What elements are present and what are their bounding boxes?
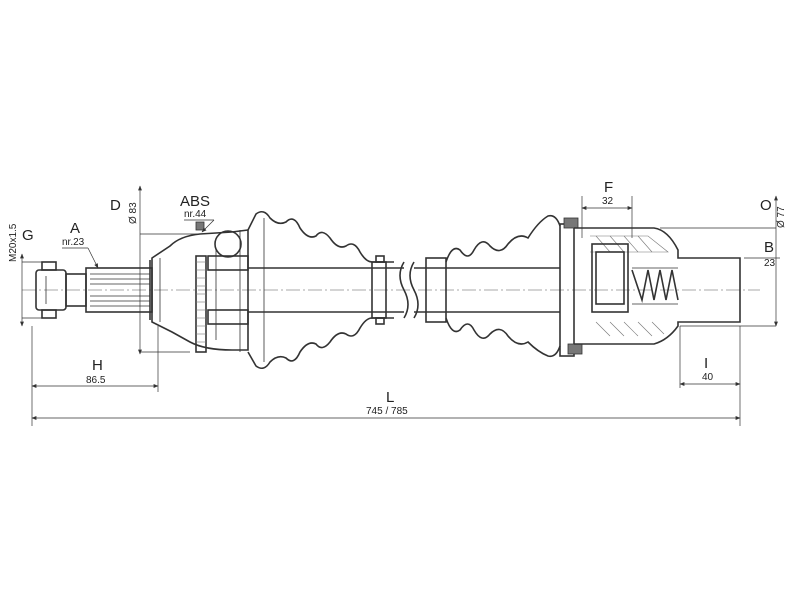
dim-b-diameter: B 23 (744, 239, 780, 269)
f-label: F (604, 179, 613, 196)
dim-l-total: L 745 / 785 (31, 326, 741, 426)
outer-boot (247, 210, 394, 370)
h-value: 86.5 (86, 375, 106, 386)
m20-label: M20x1.5 (8, 223, 19, 262)
o-label: O (760, 197, 772, 214)
i-label: I (704, 355, 708, 372)
dim-i-length: I 40 (679, 326, 741, 388)
dim-d-diameter: D Ø 83 (110, 185, 200, 355)
a-label: A (70, 220, 80, 237)
dim-thread-m20: M20x1.5 G (8, 223, 44, 327)
abs-value: nr.44 (184, 209, 207, 220)
i-value: 40 (702, 372, 714, 383)
dim-a-spline: A nr.23 (62, 220, 99, 269)
f-value: 32 (602, 196, 614, 207)
d-label: D (110, 197, 121, 214)
o-value: Ø 77 (776, 206, 787, 228)
inner-tripod-joint (574, 227, 741, 345)
inner-boot (445, 214, 583, 358)
b-label: B (764, 239, 774, 256)
abs-label: ABS (180, 193, 210, 210)
l-value: 745 / 785 (366, 406, 408, 417)
dim-abs-ring: ABS nr.44 (180, 193, 215, 233)
dim-f-width: F 32 (581, 179, 633, 238)
outer-cv-joint (151, 221, 249, 353)
l-label: L (386, 389, 394, 406)
b-value: 23 (764, 258, 776, 269)
h-label: H (92, 357, 103, 374)
d-value: Ø 83 (128, 202, 139, 224)
g-label: G (22, 227, 34, 244)
dim-h-length: H 86.5 (31, 326, 159, 392)
dim-o-diameter: O Ø 77 (660, 195, 787, 327)
a-value: nr.23 (62, 237, 85, 248)
central-shaft (248, 257, 560, 323)
